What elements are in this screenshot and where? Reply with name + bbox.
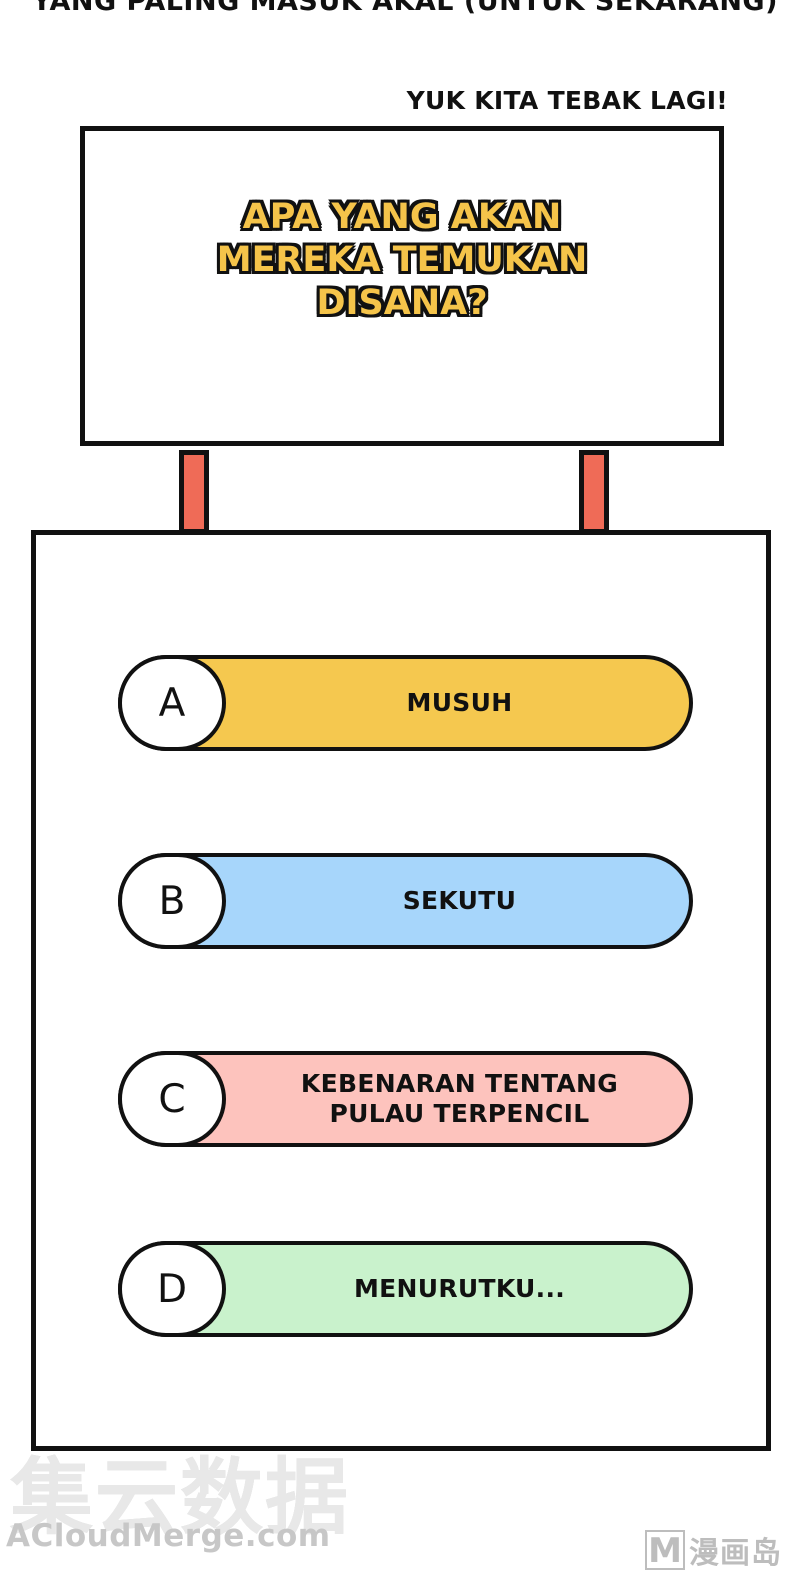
question-line-1: APA YANG AKAN — [242, 196, 562, 237]
option-c-letter-badge: C — [118, 1051, 226, 1147]
option-b[interactable]: SEKUTU B — [118, 853, 693, 949]
acloudmerge-english-watermark: ACloudMerge.com — [6, 1518, 331, 1554]
top-caption: YANG PALING MASUK AKAL (UNTUK SEKARANG) — [32, 0, 778, 17]
answer-board: MUSUH A SEKUTU B KEBENARAN TENTANG PULAU… — [31, 530, 771, 1451]
option-b-letter-badge: B — [118, 853, 226, 949]
option-d-text: MENURUTKU... — [353, 1274, 566, 1303]
acloudmerge-chinese-watermark: 集云数据 — [10, 1449, 350, 1546]
question-board: APA YANG AKAN MEREKA TEMUKAN DISANA? — [80, 126, 724, 446]
option-c[interactable]: KEBENARAN TENTANG PULAU TERPENCIL C — [118, 1051, 693, 1147]
option-c-letter: C — [158, 1076, 186, 1122]
option-b-body[interactable]: SEKUTU — [118, 853, 693, 949]
option-a-letter: A — [158, 680, 186, 726]
question-text: APA YANG AKAN MEREKA TEMUKAN DISANA? — [217, 196, 588, 325]
option-d-letter-badge: D — [118, 1241, 226, 1337]
left-sign-post — [179, 450, 209, 534]
option-b-letter: B — [158, 878, 186, 924]
option-b-text: SEKUTU — [402, 886, 517, 915]
manhuadao-logo-icon: M — [645, 1530, 685, 1570]
option-c-text: KEBENARAN TENTANG PULAU TERPENCIL — [300, 1069, 619, 1128]
subcaption: YUK KITA TEBAK LAGI! — [406, 86, 728, 115]
option-a-letter-badge: A — [118, 655, 226, 751]
acloudmerge-watermark: 集云数据 ACloudMerge.com — [6, 1430, 386, 1560]
question-line-3: DISANA? — [316, 282, 488, 323]
right-sign-post — [579, 450, 609, 534]
manhuadao-watermark: M 漫画岛 — [645, 1528, 795, 1572]
manhuadao-brand-text: 漫画岛 — [689, 1536, 782, 1571]
option-d-letter: D — [156, 1266, 188, 1312]
option-a-text: MUSUH — [406, 688, 513, 717]
option-a[interactable]: MUSUH A — [118, 655, 693, 751]
question-line-2: MEREKA TEMUKAN — [216, 239, 588, 280]
option-d[interactable]: MENURUTKU... D — [118, 1241, 693, 1337]
